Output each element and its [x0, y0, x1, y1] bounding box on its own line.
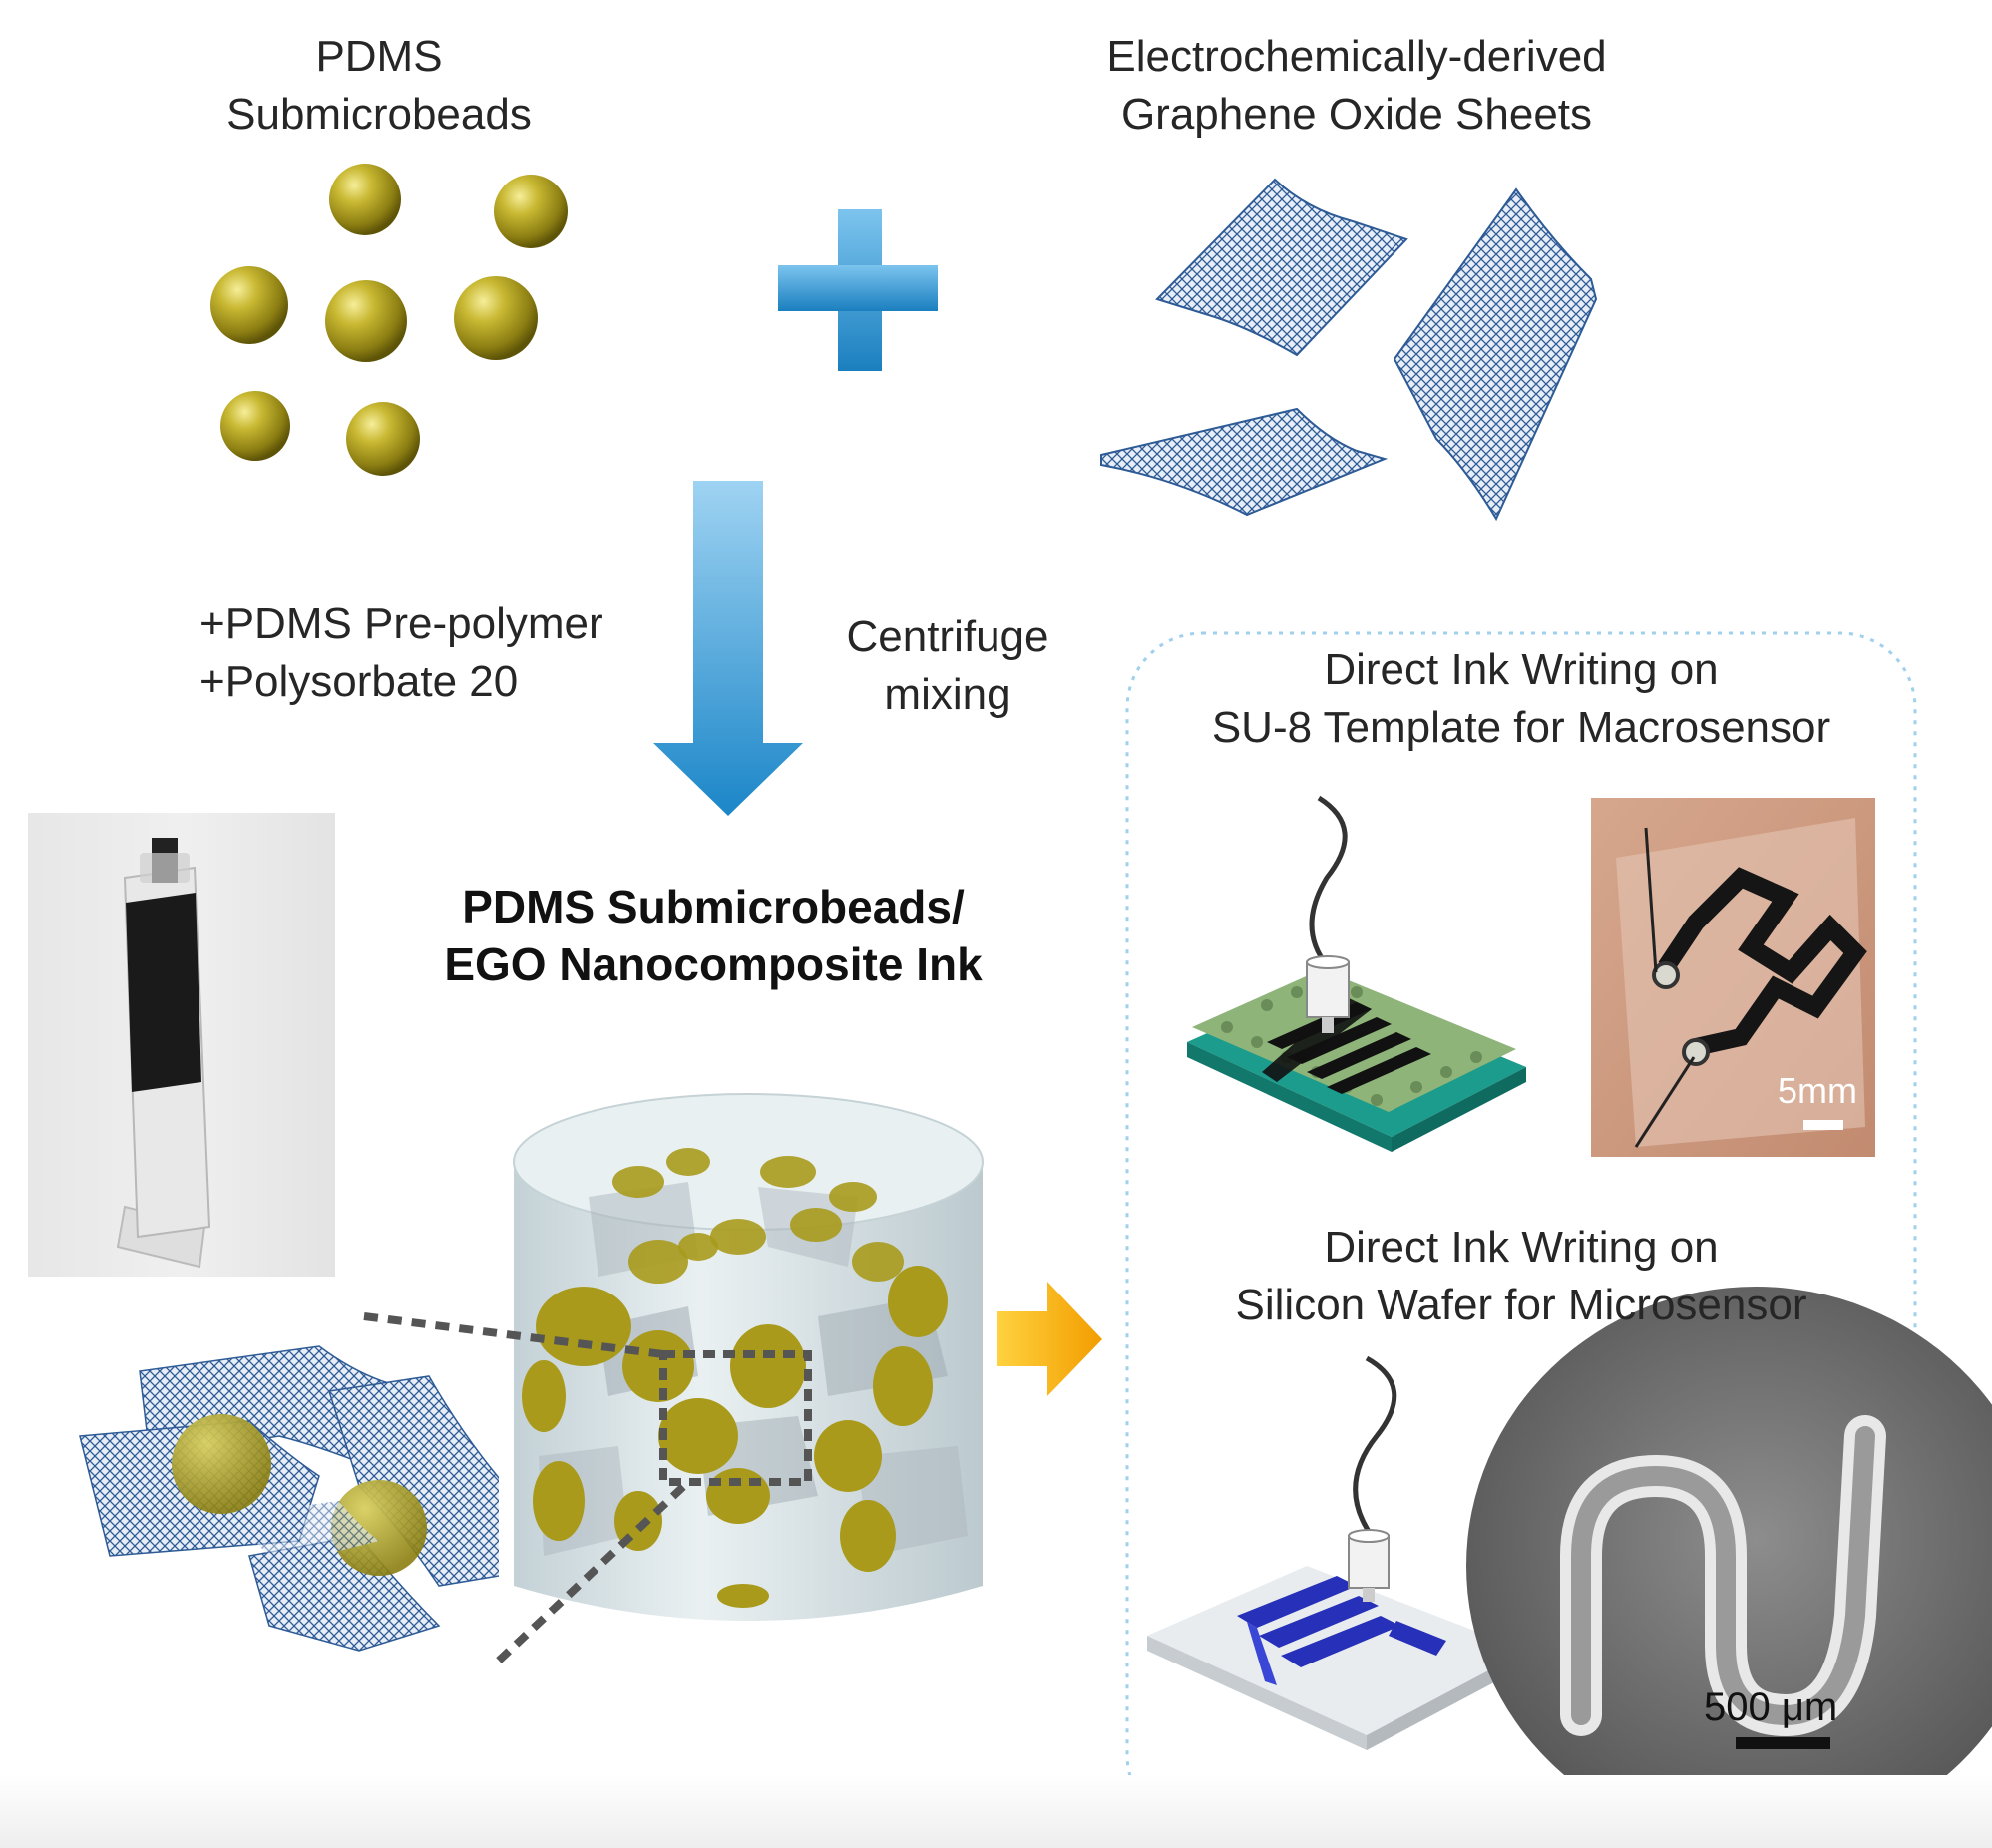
ink-title-line2: EGO Nanocomposite Ink [444, 938, 983, 990]
microsensor-printer [1147, 1355, 1526, 1750]
zoom-guide-lines [363, 1312, 691, 1663]
graphene-sheet-3 [1100, 407, 1389, 517]
mixing-label-line2: mixing [884, 670, 1011, 719]
pdms-beads-label: PDMS Submicrobeads [214, 28, 544, 144]
bead-1 [329, 164, 401, 235]
ego-sheets-label-line1: Electrochemically-derived [1106, 32, 1607, 81]
additives-label: +PDMS Pre-polymer +Polysorbate 20 [199, 595, 603, 711]
additives-label-line1: +PDMS Pre-polymer [199, 599, 603, 648]
ego-sheets-label-line2: Graphene Oxide Sheets [1120, 90, 1593, 139]
mixing-label-line1: Centrifuge [846, 612, 1049, 661]
micro-title-line1: Direct Ink Writing on [1324, 1223, 1719, 1272]
macro-photo-serpentine [1658, 867, 1867, 1056]
macrosensor-photo [1591, 798, 1875, 1157]
detail-bead-1 [172, 1414, 271, 1514]
bead-5 [454, 276, 538, 360]
vial-ink [126, 893, 201, 1092]
micro-title-line2: Silicon Wafer for Microsensor [1235, 1281, 1807, 1329]
plus-icon [778, 209, 938, 371]
macrosensor-printer [1187, 795, 1526, 1152]
bead-3 [210, 266, 288, 344]
vial-photo [28, 813, 335, 1277]
micro-nozzle-wire [1353, 1355, 1397, 1538]
bead-2 [494, 175, 568, 248]
pdms-beads-cluster [210, 164, 568, 476]
detail-bead-2 [331, 1480, 427, 1576]
right-arrow-icon [997, 1282, 1102, 1396]
down-arrow-icon [653, 481, 803, 816]
pdms-beads-label-line2: Submicrobeads [226, 90, 532, 139]
ego-sheets-label: Electrochemically-derived Graphene Oxide… [1082, 28, 1631, 144]
bead-4 [325, 280, 407, 362]
macro-scale-label: 5mm [1778, 1070, 1857, 1111]
nozzle-icon [1306, 955, 1350, 1033]
sem-micrograph [1466, 1287, 1992, 1845]
macro-title-line2: SU-8 Template for Macrosensor [1211, 703, 1831, 752]
additives-label-line2: +Polysorbate 20 [199, 657, 519, 706]
micro-serpentine-pattern [1237, 1576, 1446, 1685]
micro-nozzle-icon [1348, 1529, 1390, 1602]
bead-7 [346, 402, 420, 476]
bead-graphene-detail [79, 1345, 530, 1652]
micro-title: Direct Ink Writing on Silicon Wafer for … [1157, 1219, 1885, 1334]
bead-6 [220, 391, 290, 461]
nozzle-wire [1309, 795, 1348, 967]
bottom-fade [0, 1775, 1992, 1848]
micro-scale-label: 500 μm [1704, 1685, 1838, 1729]
macro-title-line1: Direct Ink Writing on [1324, 645, 1719, 694]
ink-title: PDMS Submicrobeads/ EGO Nanocomposite In… [409, 878, 1017, 993]
graphene-oxide-sheets [1100, 178, 1598, 522]
zoom-box [659, 1350, 812, 1486]
macro-title: Direct Ink Writing on SU-8 Template for … [1157, 641, 1885, 757]
macro-scale-bar [1803, 1120, 1843, 1130]
mixing-label: Centrifuge mixing [818, 608, 1077, 724]
graphene-sheet-2 [1393, 187, 1598, 522]
ink-title-line1: PDMS Submicrobeads/ [462, 881, 965, 932]
micro-scale-bar [1736, 1737, 1830, 1749]
graphene-sheet-1 [1155, 178, 1408, 357]
pdms-beads-label-line1: PDMS [315, 32, 443, 81]
ink-cylinder [499, 1072, 997, 1621]
